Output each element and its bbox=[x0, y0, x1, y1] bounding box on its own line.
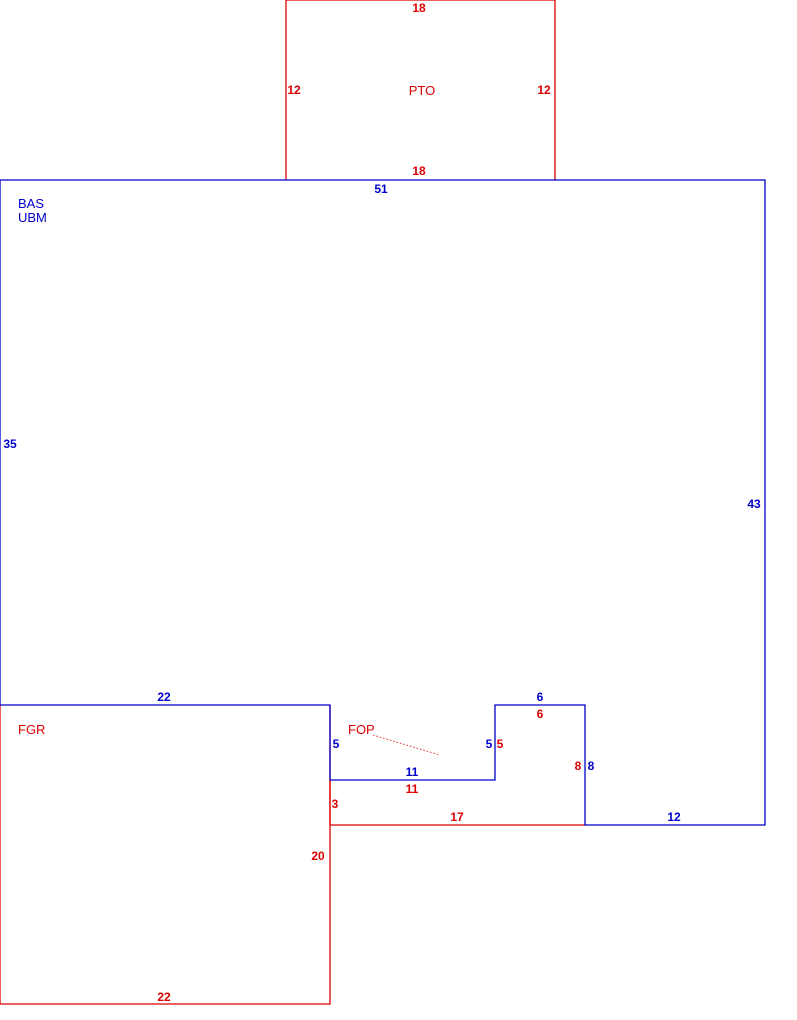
fop-leader-line bbox=[372, 734, 441, 756]
pto-code: PTO bbox=[409, 83, 436, 98]
bas-code: BAS bbox=[18, 196, 44, 211]
fgr-right-dim: 20 bbox=[311, 849, 325, 863]
fop-area: FOP 3 11 5 6 8 17 bbox=[329, 707, 585, 826]
bas-area: BAS UBM 51 35 43 22 5 11 5 6 8 12 bbox=[0, 179, 766, 826]
ubm-code: UBM bbox=[18, 210, 47, 225]
bas-bottom-right-dim: 12 bbox=[667, 810, 681, 824]
fop-step-dim: 5 bbox=[497, 737, 504, 751]
fop-outline bbox=[329, 780, 585, 826]
fop-bottom-dim: 17 bbox=[450, 810, 464, 824]
pto-bottom-dim: 18 bbox=[412, 164, 426, 178]
fop-step-top-dim: 6 bbox=[537, 707, 544, 721]
fgr-bottom-dim: 22 bbox=[157, 990, 171, 1004]
bas-outline bbox=[0, 179, 766, 826]
pto-right-dim: 12 bbox=[537, 83, 551, 97]
fop-code: FOP bbox=[348, 722, 375, 737]
fgr-code: FGR bbox=[18, 722, 45, 737]
bas-step-left-dim: 5 bbox=[486, 737, 493, 751]
fgr-area: FGR 20 22 bbox=[0, 705, 331, 1005]
bas-left-dim: 35 bbox=[3, 437, 17, 451]
bas-step-right-dim: 8 bbox=[588, 759, 595, 773]
fgr-outline bbox=[0, 705, 331, 1005]
fop-top-dim: 11 bbox=[406, 782, 419, 796]
bas-step-top-dim: 6 bbox=[537, 690, 544, 704]
bas-notch-left-dim: 5 bbox=[333, 737, 340, 751]
bas-top-dim: 51 bbox=[374, 182, 388, 196]
bas-bottom-left-dim: 22 bbox=[157, 690, 171, 704]
fop-step-right-dim: 8 bbox=[575, 759, 582, 773]
pto-area: 18 12 12 PTO 18 bbox=[285, 0, 556, 180]
pto-top-dim: 18 bbox=[412, 1, 426, 15]
bas-notch-bottom-dim: 11 bbox=[406, 765, 419, 779]
bas-right-dim: 43 bbox=[747, 497, 761, 511]
pto-left-dim: 12 bbox=[287, 83, 301, 97]
fop-left-dim: 3 bbox=[332, 797, 339, 811]
pto-outline bbox=[285, 0, 556, 180]
